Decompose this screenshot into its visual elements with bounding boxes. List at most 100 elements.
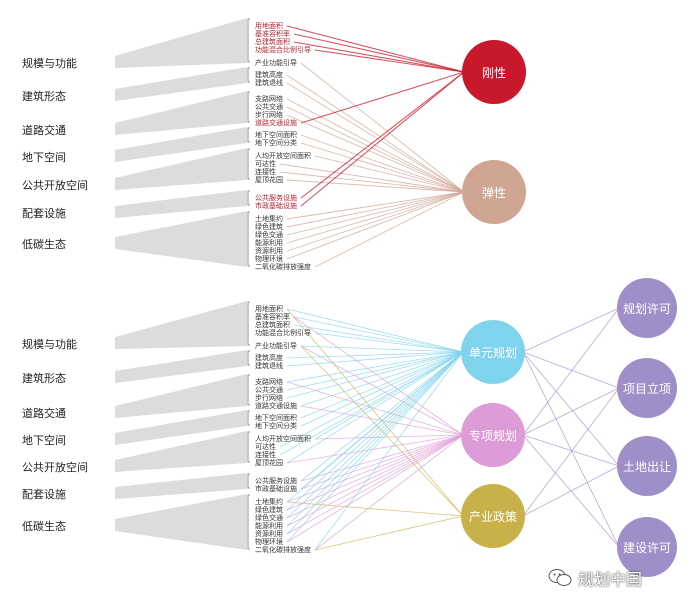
plan-link (314, 351, 464, 440)
plan-link (286, 434, 464, 464)
bottom-indicator-item: 资源利用 (255, 530, 283, 538)
plan-link (286, 351, 464, 359)
top-indicator-item: 市政基础设施 (255, 202, 297, 210)
top-category-wedge (115, 91, 247, 135)
construction-permit-node: 建设许可 (617, 517, 677, 577)
elastic-link (300, 134, 465, 193)
plan-link (286, 434, 464, 535)
top-indicator-item: 能源利用 (255, 239, 283, 247)
top-indicator-item: 步行网络 (255, 111, 283, 119)
decision-link (522, 307, 620, 353)
bottom-category-facilities: 配套设施 (22, 488, 66, 501)
bottom-category-wedge (115, 410, 247, 445)
bottom-category-low-carbon: 低碳生态 (22, 520, 66, 533)
plan-link (279, 351, 464, 448)
elastic-link (286, 191, 465, 244)
elastic-link (286, 191, 465, 236)
rigid-link (314, 49, 465, 73)
top-indicator-item: 物理环境 (255, 255, 283, 263)
plan-link (286, 351, 464, 391)
planning-permit-node: 规划许可 (617, 278, 677, 338)
decision-link (522, 387, 620, 436)
top-category-road-traffic: 道路交通 (22, 124, 66, 137)
bottom-indicator-item: 可达性 (255, 443, 276, 451)
top-indicator-item: 道路交通设施 (255, 119, 297, 127)
bottom-category-wedge (115, 473, 247, 499)
land-transfer-node: 土地出让 (617, 436, 677, 496)
bottom-indicator-item: 人均开放空间面积 (255, 435, 311, 443)
top-indicator-item: 基准容积率 (255, 30, 290, 38)
elastic-link (286, 191, 465, 252)
plan-link (300, 345, 464, 436)
bottom-indicator-item: 道路交通设施 (255, 402, 297, 410)
decision-link (522, 351, 620, 467)
bottom-category-public-space: 公共开放空间 (22, 461, 88, 474)
top-category-public-space: 公共开放空间 (22, 179, 88, 192)
elastic-link (300, 62, 465, 193)
elastic-link (314, 155, 465, 193)
elastic-node: 弹性 (462, 160, 526, 224)
bottom-indicator-item: 屋顶花园 (255, 459, 283, 467)
watermark: 规划中国 (548, 566, 642, 590)
plan-link (314, 351, 464, 551)
industry-policy-node: 产业政策 (461, 484, 525, 548)
bottom-indicator-item: 地下空间分类 (255, 422, 297, 430)
bottom-indicator-item: 基准容积率 (255, 313, 290, 321)
bottom-indicator-item: 公共交通 (255, 386, 283, 394)
plan-link (293, 324, 464, 353)
plan-link (279, 351, 464, 456)
bottom-group-bracket (247, 350, 250, 366)
top-indicator-item: 功能混合比例引导 (255, 46, 311, 54)
top-group-bracket (247, 127, 250, 143)
bottom-indicator-item: 二氧化碳排放强度 (255, 546, 311, 554)
top-group-bracket (247, 18, 250, 63)
plan-link (314, 434, 464, 551)
special-plan-node: 专项规划 (461, 403, 525, 467)
top-indicator-item: 绿色建筑 (255, 223, 283, 231)
plan-link (300, 351, 464, 427)
bottom-group-bracket (247, 431, 250, 463)
plan-link (286, 381, 464, 436)
bottom-category-wedge (115, 350, 247, 383)
elastic-link (286, 191, 465, 228)
bottom-category-underground: 地下空间 (22, 434, 66, 447)
top-indicator-item: 地下空间面积 (255, 131, 297, 139)
decision-link (522, 307, 620, 436)
rigid-link (293, 41, 465, 73)
rigid-node: 刚性 (462, 40, 526, 104)
elastic-link (286, 106, 465, 193)
elastic-link (286, 114, 465, 193)
bottom-category-wedge (115, 301, 247, 349)
elastic-link (286, 82, 465, 193)
rigid-link (300, 71, 465, 124)
bottom-indicator-item: 绿色交通 (255, 514, 283, 522)
top-indicator-item: 用地面积 (255, 22, 283, 30)
top-group-bracket (247, 91, 250, 123)
plan-link (286, 308, 464, 517)
bottom-group-bracket (247, 410, 250, 426)
plan-link (286, 351, 464, 527)
rigid-link (293, 33, 465, 73)
decision-link (522, 434, 620, 467)
top-category-wedge (115, 190, 247, 218)
top-indicator-item: 地下空间分类 (255, 139, 297, 147)
top-indicator-item: 绿色交通 (255, 231, 283, 239)
bottom-indicator-item: 市政基础设施 (255, 485, 297, 493)
bottom-indicator-item: 建筑退线 (255, 362, 283, 370)
elastic-link (286, 191, 465, 220)
bottom-indicator-item: 绿色建筑 (255, 506, 283, 514)
top-indicator-item: 产业功能引导 (255, 59, 297, 67)
bottom-indicator-item: 建筑高度 (255, 354, 283, 362)
top-group-bracket (247, 148, 250, 180)
top-category-facilities: 配套设施 (22, 207, 66, 220)
bottom-category-building-form: 建筑形态 (22, 372, 66, 385)
bottom-indicator-item: 总建筑面积 (255, 321, 290, 329)
bottom-indicator-item: 功能混合比例引导 (255, 329, 311, 337)
bottom-indicator-item: 连接性 (255, 451, 276, 459)
plan-link (300, 345, 464, 517)
top-indicator-item: 人均开放空间面积 (255, 152, 311, 160)
top-category-wedge (115, 127, 247, 162)
plan-link (286, 351, 464, 511)
decision-link (522, 351, 620, 548)
